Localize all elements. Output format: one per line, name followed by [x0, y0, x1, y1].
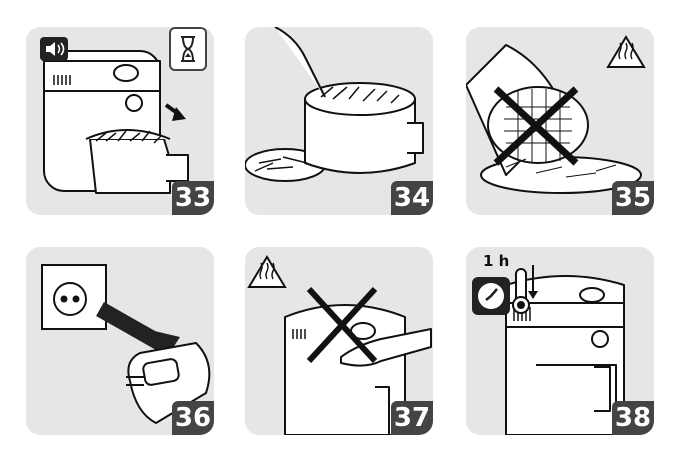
step-number: 33: [172, 181, 214, 215]
arrow-icon: [96, 302, 180, 365]
air-fryer-basket-out-illustration: [43, 50, 189, 194]
speaker-icon: [40, 37, 68, 61]
hot-surface-warning-icon: [247, 255, 287, 288]
step-number: 35: [612, 181, 654, 215]
step-number: 36: [172, 401, 214, 435]
step-panel-38: 1 h 38: [466, 247, 654, 435]
hot-surface-warning-icon: [606, 35, 646, 68]
grid-removal-warning-illustration: [466, 35, 646, 194]
cool-down-duration-label: 1 h: [483, 252, 510, 270]
step-panel-37: 37: [245, 247, 433, 435]
hourglass-icon: [169, 27, 207, 71]
step-panel-35: 35: [466, 27, 654, 215]
step-panel-34: 34: [245, 27, 433, 215]
step-panel-36: 36: [26, 247, 214, 435]
step-panel-33: 33: [26, 27, 214, 215]
cross-icon: [306, 286, 378, 364]
serving-fries-illustration: [245, 27, 424, 182]
thermometer-icon: [512, 265, 538, 314]
clock-icon: [472, 277, 510, 315]
cross-icon: [493, 86, 579, 166]
wall-socket-icon: [41, 264, 107, 330]
cool-down-illustration: [472, 265, 625, 435]
step-number: 34: [391, 181, 433, 215]
step-number: 37: [391, 401, 433, 435]
hot-appliance-warning-illustration: [247, 255, 432, 435]
step-number: 38: [612, 401, 654, 435]
